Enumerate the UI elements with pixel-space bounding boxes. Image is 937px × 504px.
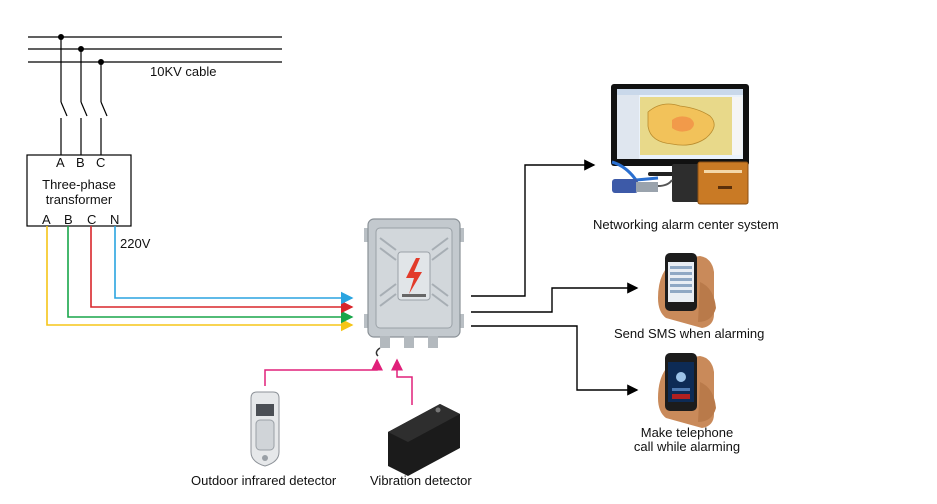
voltage-label: 220V [120,236,151,251]
alarm-device [364,218,464,357]
transformer-title-line1: Three-phase [42,177,116,192]
transformer-output-c: C [87,212,97,227]
transformer-input-a: A [56,155,65,170]
transformer-input-b: B [76,155,85,170]
transformer-output-a: A [42,212,51,227]
infrared-detector-image [250,391,280,467]
10kv-cable [28,36,282,63]
networking-center-label: Networking alarm center system [593,217,779,232]
transformer-output-n: N [110,212,120,227]
transformer-output-b: B [64,212,73,227]
phase-switches [60,37,108,155]
vibration-detector-image [388,404,460,476]
call-phone-image [658,353,716,428]
call-label-line1: Make telephone [640,425,734,440]
call-label-line2: call while alarming [633,439,741,454]
networking-alarm-center-image [611,84,749,205]
cable-label: 10KV cable [150,64,217,79]
output-arrows [471,159,639,396]
transformer-title-line2: transformer [45,192,113,207]
infrared-detector-label: Outdoor infrared detector [191,473,337,488]
sms-label: Send SMS when alarming [614,326,765,341]
transformer-box [26,154,132,227]
detector-wires [264,358,413,405]
transformer-input-c: C [96,155,106,170]
vibration-detector-label: Vibration detector [370,473,472,488]
supply-wires [46,226,354,332]
sms-phone-image [658,253,716,328]
